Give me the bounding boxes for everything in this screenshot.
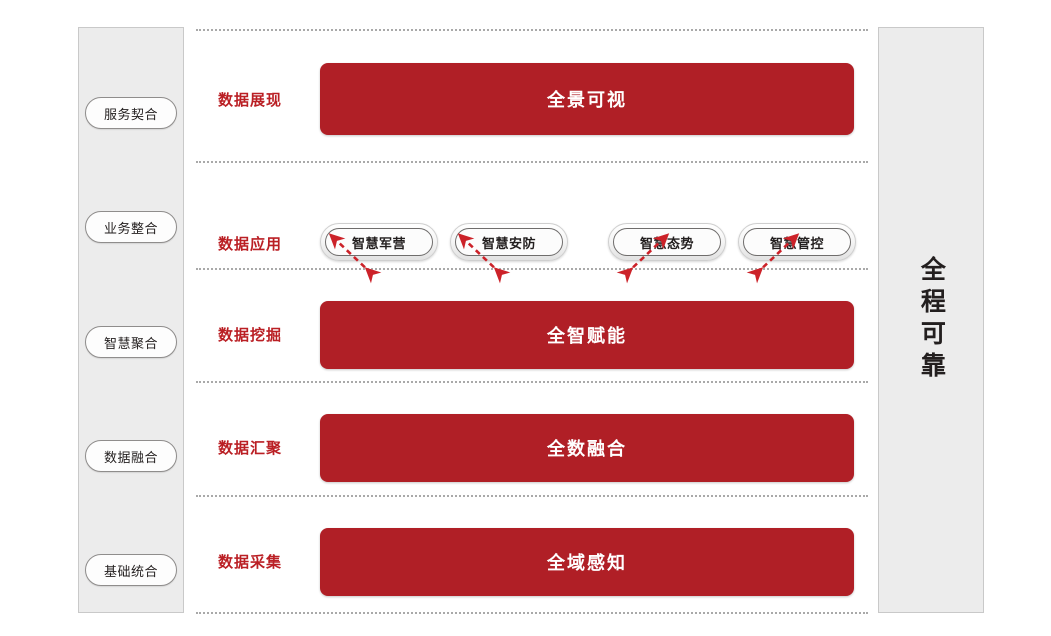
app-pill-label: 智慧安防 [481, 236, 536, 252]
layer-stack: 数据展现 全景可视 数据应用 智慧军营 智慧安防 智慧态势 智慧管控 数据挖掘 … [196, 27, 868, 614]
app-pill-inner: 智慧军营 [325, 228, 433, 256]
stage-label-aggregation: 数据汇聚 [218, 439, 283, 457]
sidebar-item-foundation-unifying[interactable]: 基础统合 [85, 554, 177, 586]
app-pill-inner: 智慧态势 [613, 228, 721, 256]
capability-bar-full-data-fusion[interactable]: 全数融合 [320, 414, 854, 482]
sidebar-item-data-fusion[interactable]: 数据融合 [85, 440, 177, 472]
separator-bottom [196, 612, 868, 614]
app-pill-inner: 智慧安防 [455, 228, 563, 256]
left-capability-panel: 服务契合 业务整合 智慧聚合 数据融合 基础统合 [78, 27, 184, 613]
app-pill-label: 智慧态势 [639, 236, 694, 252]
sidebar-item-business-integration[interactable]: 业务整合 [85, 211, 177, 243]
sidebar-item-label: 基础统合 [103, 564, 158, 580]
right-reliability-panel: 全程可靠 [878, 27, 984, 613]
app-pill-inner: 智慧管控 [743, 228, 851, 256]
capability-bar-label: 全域感知 [547, 553, 627, 574]
separator-3 [196, 381, 868, 383]
capability-bar-full-domain-perception[interactable]: 全域感知 [320, 528, 854, 596]
stage-label-mining: 数据挖掘 [218, 326, 283, 344]
separator-top [196, 29, 868, 31]
separator-4 [196, 495, 868, 497]
capability-bar-full-intelligence-empowerment[interactable]: 全智赋能 [320, 301, 854, 369]
app-pill-smart-situation[interactable]: 智慧态势 [608, 223, 726, 261]
capability-bar-label: 全景可视 [547, 90, 627, 111]
app-pill-label: 智慧管控 [769, 236, 824, 252]
sidebar-item-label: 服务契合 [103, 107, 158, 123]
separator-2 [196, 268, 868, 270]
stage-label-collection: 数据采集 [218, 553, 283, 571]
capability-bar-panoramic-visibility[interactable]: 全景可视 [320, 63, 854, 135]
sidebar-item-smart-convergence[interactable]: 智慧聚合 [85, 326, 177, 358]
sidebar-item-label: 智慧聚合 [103, 336, 158, 352]
app-pill-smart-barracks[interactable]: 智慧军营 [320, 223, 438, 261]
sidebar-item-service-fit[interactable]: 服务契合 [85, 97, 177, 129]
app-pill-label: 智慧军营 [351, 236, 406, 252]
sidebar-item-label: 业务整合 [103, 221, 158, 237]
capability-bar-label: 全数融合 [547, 439, 627, 460]
stage-label-application: 数据应用 [218, 235, 283, 253]
reliability-label: 全程可靠 [917, 256, 947, 384]
app-pill-smart-security[interactable]: 智慧安防 [450, 223, 568, 261]
sidebar-item-label: 数据融合 [103, 450, 158, 466]
separator-1 [196, 161, 868, 163]
app-pill-smart-control[interactable]: 智慧管控 [738, 223, 856, 261]
stage-label-presentation: 数据展现 [218, 91, 283, 109]
capability-bar-label: 全智赋能 [547, 326, 627, 347]
